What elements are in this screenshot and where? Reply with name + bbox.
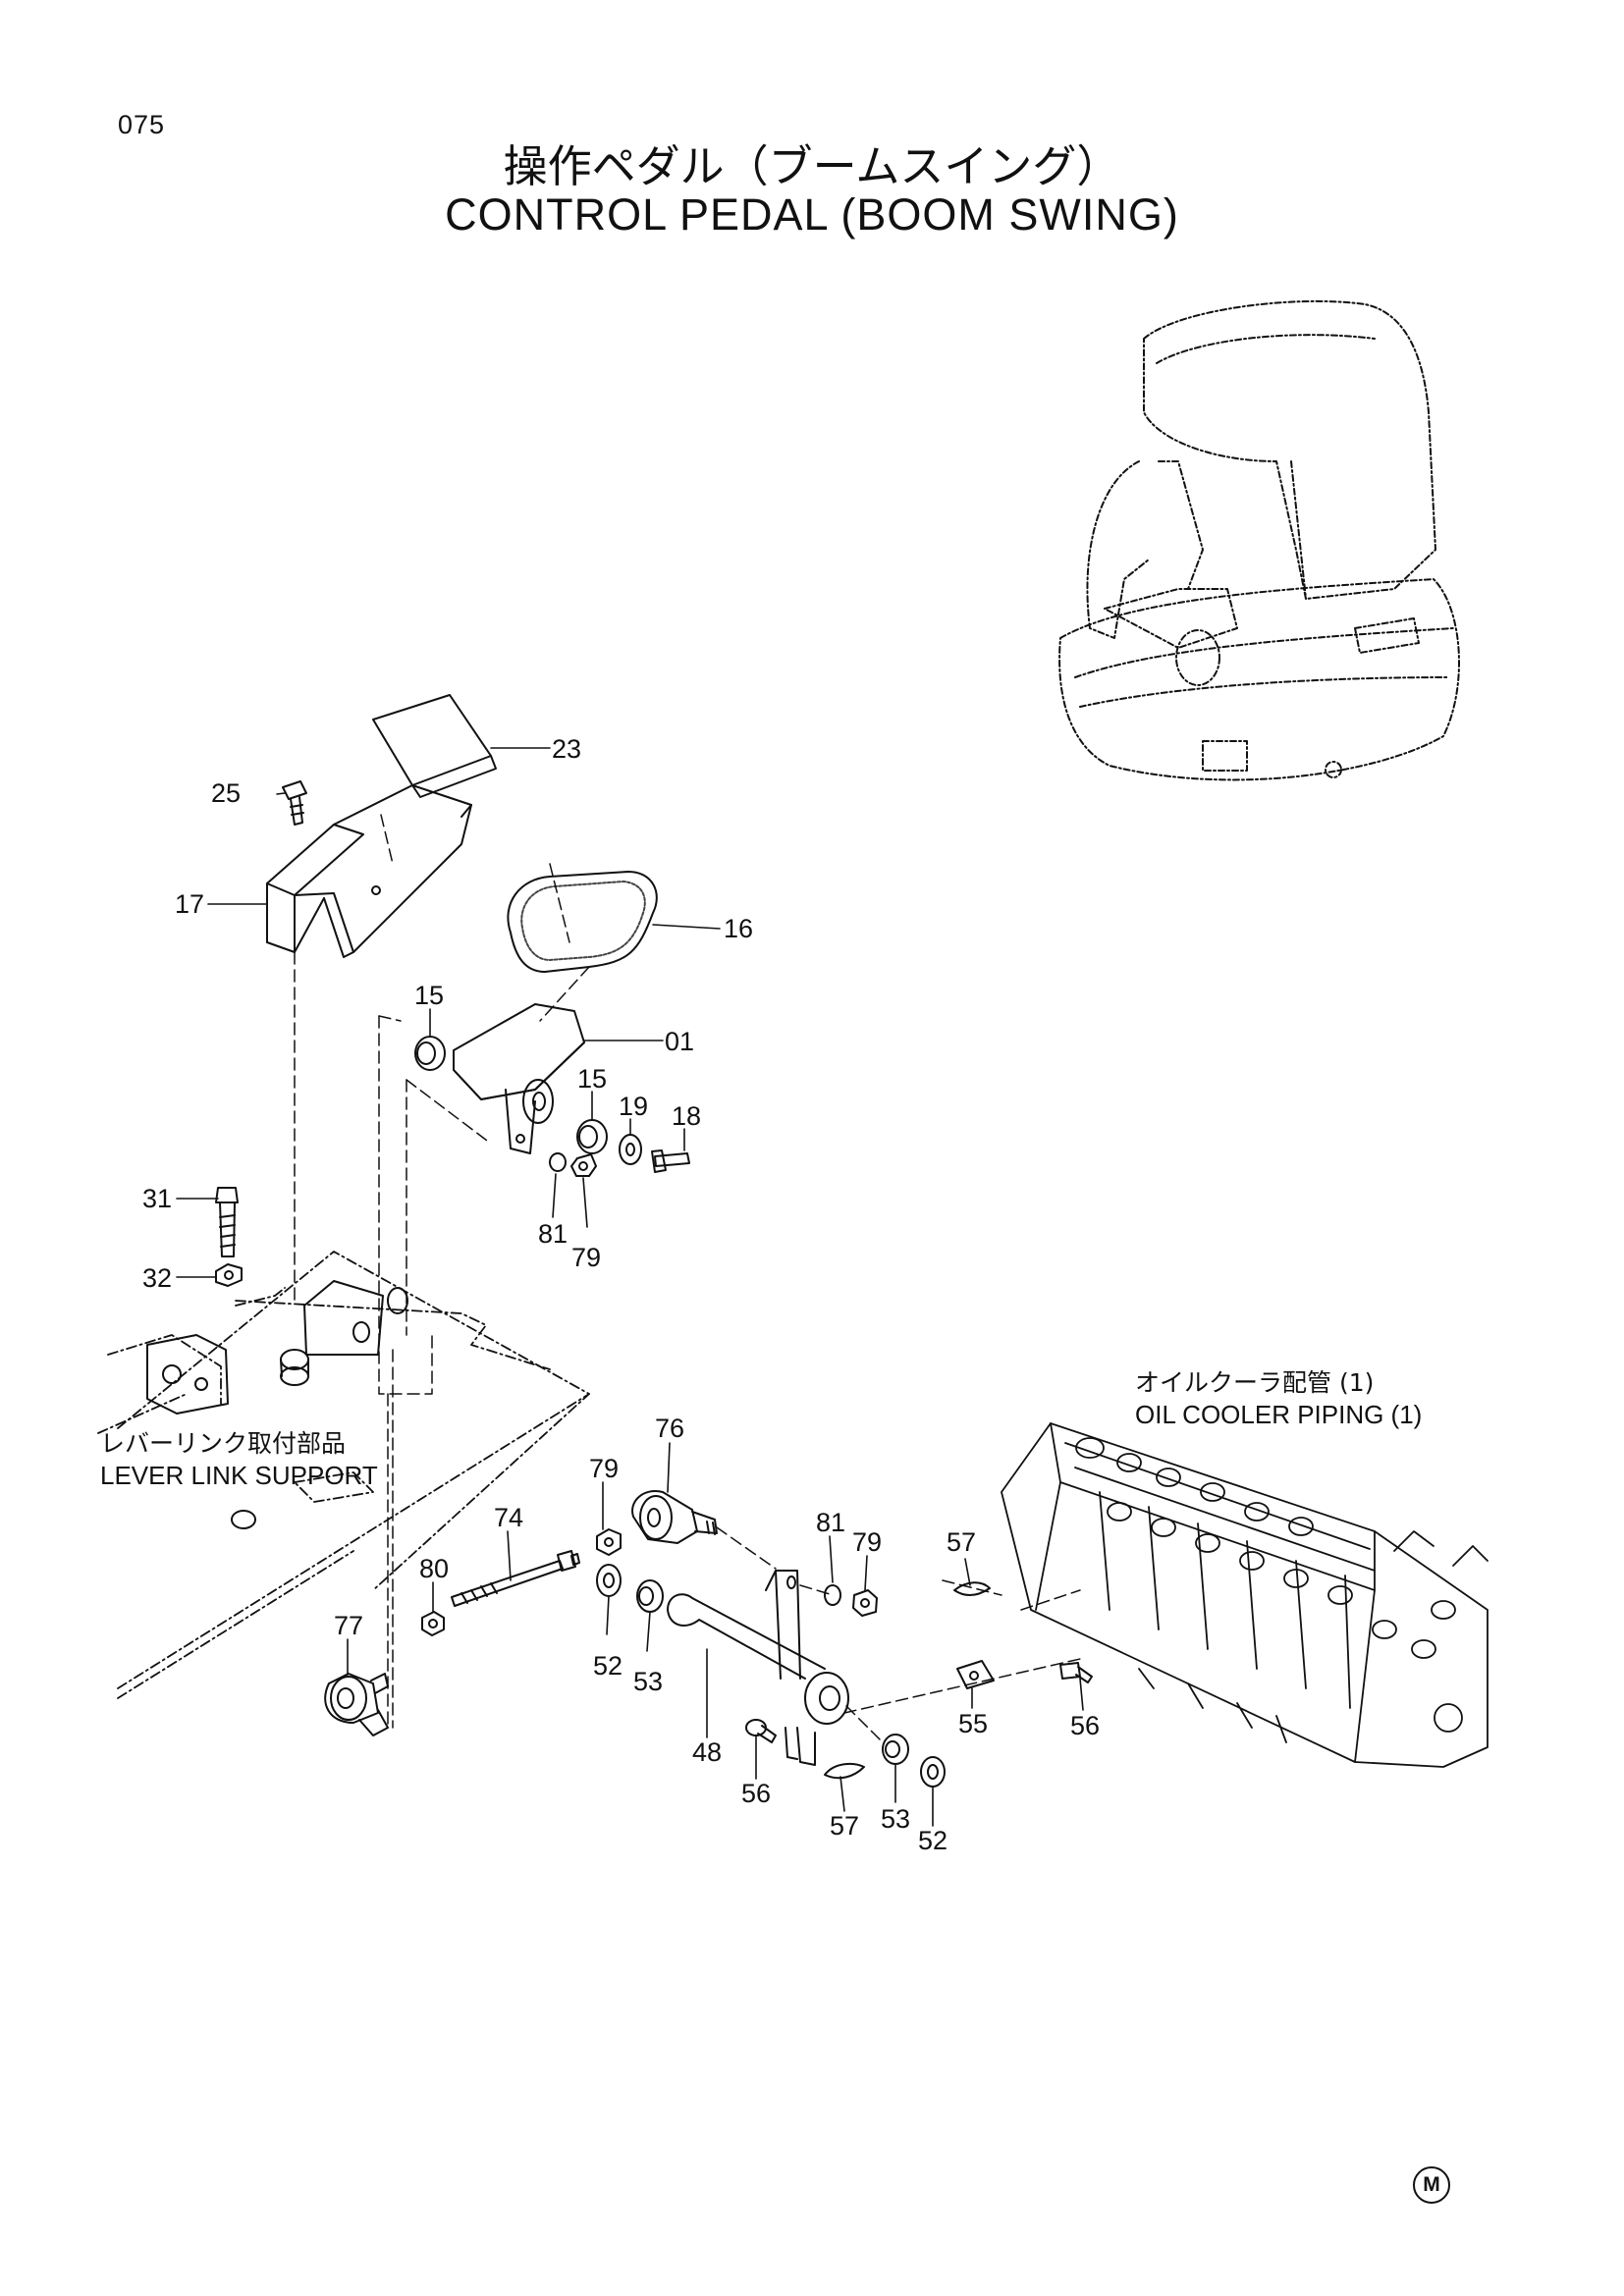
callout-56-b: 56 <box>1070 1711 1100 1740</box>
callout-81: 81 <box>538 1219 568 1249</box>
lever-link-support-label: レバーリンク取付部品 LEVER LINK SUPPORT <box>100 1428 378 1491</box>
part-23-cover-plate <box>372 694 497 798</box>
callout-48: 48 <box>692 1737 722 1767</box>
part-77-rod-end <box>324 1673 389 1736</box>
callout-55: 55 <box>958 1709 988 1738</box>
part-79-nut-3 <box>852 1589 878 1617</box>
callout-18: 18 <box>672 1101 701 1131</box>
part-56-pin <box>745 1719 777 1743</box>
part-16-pedal-rubber <box>507 871 658 973</box>
part-15-bush-2 <box>576 1119 608 1154</box>
callout-32: 32 <box>142 1263 172 1293</box>
oil-cooler-label-japanese: オイルクーラ配管 (1) <box>1135 1368 1375 1397</box>
part-57-snap-pin-2 <box>953 1581 991 1596</box>
page-number: 075 <box>118 110 166 139</box>
part-48-lever-shaft <box>667 1570 849 1766</box>
mini-excavator-cab-icon <box>1058 299 1461 781</box>
page-title-english: CONTROL PEDAL (BOOM SWING) <box>445 189 1179 240</box>
part-53-bush <box>636 1579 664 1613</box>
callout-53: 53 <box>633 1667 663 1696</box>
callout-23: 23 <box>552 734 581 764</box>
callout-74: 74 <box>494 1503 523 1532</box>
callout-81-b: 81 <box>816 1508 845 1537</box>
part-17-bracket <box>266 784 472 958</box>
control-valve-block-icon <box>1001 1422 1489 1768</box>
part-76-rod-end <box>631 1490 718 1544</box>
part-79-nut-2 <box>596 1528 622 1556</box>
callout-15-b: 15 <box>577 1064 607 1094</box>
part-81-washer <box>549 1152 567 1172</box>
part-19-washer <box>619 1134 642 1165</box>
callout-77: 77 <box>334 1611 363 1640</box>
pedal-mount-bracket <box>146 1280 408 1529</box>
callout-31: 31 <box>142 1184 172 1213</box>
part-52-washer <box>596 1564 622 1597</box>
callout-16: 16 <box>724 914 753 943</box>
part-53-bush-2 <box>882 1734 909 1765</box>
part-56-pin-2 <box>1059 1662 1093 1683</box>
callout-79-b: 79 <box>589 1454 619 1483</box>
manufacturer-mark: M <box>1413 2166 1450 2204</box>
part-80-nut <box>421 1611 445 1636</box>
oil-cooler-label-english: OIL COOLER PIPING (1) <box>1135 1400 1423 1429</box>
callout-numbers: 23 25 17 16 15 01 15 19 18 81 79 31 32 7… <box>142 734 1100 1855</box>
callout-80: 80 <box>419 1554 449 1583</box>
part-52-washer-2 <box>920 1756 946 1788</box>
lever-link-label-japanese: レバーリンク取付部品 <box>100 1429 347 1458</box>
part-79-nut <box>570 1153 597 1177</box>
lever-link-label-english: LEVER LINK SUPPORT <box>100 1461 378 1490</box>
part-01-pedal <box>453 1003 585 1154</box>
callout-79-c: 79 <box>852 1527 882 1557</box>
part-55-clamp <box>956 1660 995 1689</box>
part-32-nut <box>215 1263 243 1287</box>
page-title-japanese: 操作ペダル（ブームスイング） <box>503 140 1121 192</box>
part-31-bolt <box>215 1187 239 1257</box>
part-15-bush <box>414 1036 446 1071</box>
callout-57: 57 <box>830 1811 859 1841</box>
callout-76: 76 <box>655 1414 684 1443</box>
callout-17: 17 <box>175 889 204 919</box>
callout-25: 25 <box>211 778 241 808</box>
callout-53-b: 53 <box>881 1804 910 1834</box>
part-81-washer-2 <box>824 1584 841 1606</box>
callout-19: 19 <box>619 1092 648 1121</box>
assembly-center-lines <box>294 814 590 1729</box>
callout-79: 79 <box>571 1243 601 1272</box>
callout-leader-lines <box>176 747 1084 1827</box>
callout-01: 01 <box>665 1027 694 1056</box>
part-18-bolt <box>651 1149 690 1173</box>
callout-52: 52 <box>593 1651 623 1681</box>
part-74-stud-bolt <box>451 1550 580 1607</box>
part-57-snap-pin <box>824 1762 865 1780</box>
callout-56: 56 <box>741 1779 771 1808</box>
floor-plate <box>97 1251 590 1699</box>
assembly-link-lines <box>716 1526 1081 1744</box>
callout-57-b: 57 <box>947 1527 976 1557</box>
oil-cooler-piping-label: オイルクーラ配管 (1) OIL COOLER PIPING (1) <box>1135 1367 1422 1430</box>
callout-52-b: 52 <box>918 1826 947 1855</box>
callout-15: 15 <box>414 981 444 1010</box>
part-25-bolt <box>282 780 307 826</box>
